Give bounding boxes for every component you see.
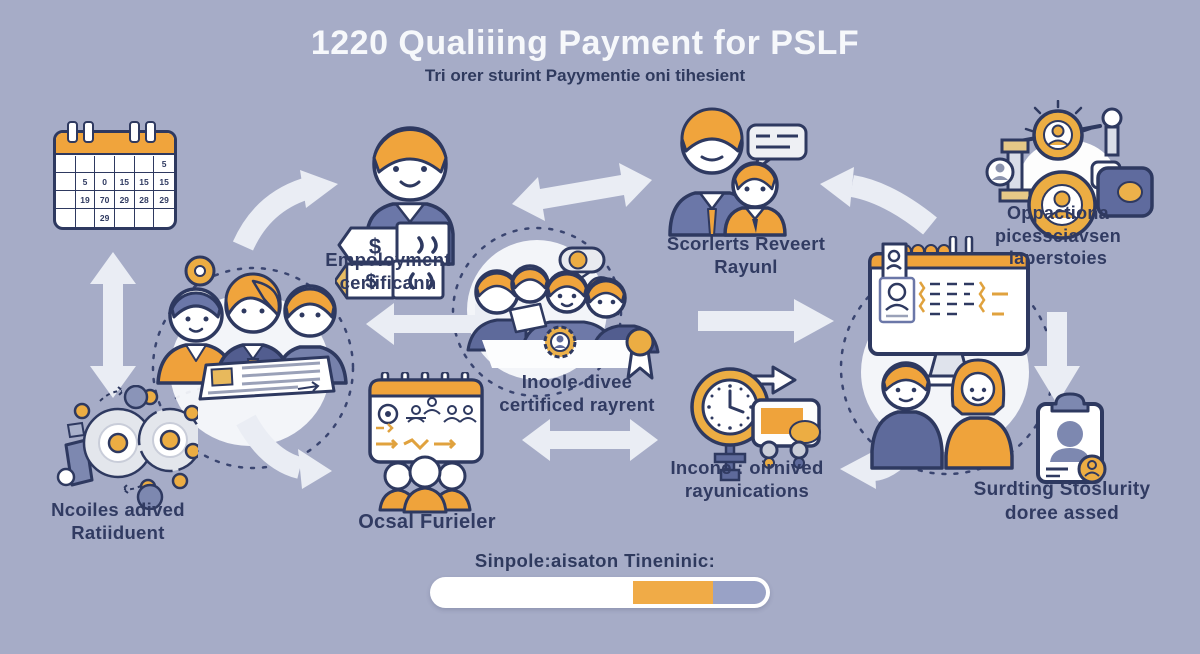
calendar-cell: 29 (154, 191, 174, 210)
dashed-circle-left (151, 266, 355, 470)
calendar-cell: 5 (75, 173, 96, 192)
gear-spikes (1024, 100, 1092, 133)
double-arrow-employment-review (512, 163, 652, 221)
progress-segment (633, 581, 713, 604)
calendar-cell: 5 (154, 156, 174, 174)
screen-list-lines (930, 282, 976, 316)
double-arrow-group-center (366, 303, 503, 345)
schedule-calendar-icon (368, 372, 484, 514)
double-arrow-calendar-modules (90, 252, 136, 398)
calendar-ring-icon (83, 121, 94, 143)
document-lines (207, 361, 321, 395)
calendar-ring-icon (67, 121, 78, 143)
label-review: Scorlerts Reveert Rayunl (666, 233, 826, 278)
process-gears-icon (56, 385, 198, 510)
applicant-group-icon (156, 255, 348, 401)
progress-segment (434, 581, 634, 604)
dashboard-monitor-icon (868, 236, 1030, 470)
label-operations: Oppactiona picessciavsen laperstoies (995, 203, 1121, 268)
double-arrow-schedule-income (522, 419, 658, 461)
calendar-cell: 19 (75, 191, 96, 210)
label-employment: Empoloyment certificann (325, 249, 451, 294)
calendar-cell (95, 155, 115, 174)
employment-certification-icon: $ $ (335, 126, 455, 300)
calendar-cell (56, 173, 76, 192)
calendar-cell (135, 209, 155, 227)
label-modules: Ncoiles adived Ratiiduent (51, 499, 185, 544)
calendar-cell (154, 209, 174, 227)
label-certified: Inoole divee certificed rayrent (499, 371, 655, 416)
curved-arrow-monitor-to-review (820, 167, 937, 235)
mini-arrows (376, 438, 457, 451)
timeline-progress-bar (430, 577, 770, 608)
dollar-glyph: $ (365, 271, 376, 293)
calendar-cell: 29 (114, 191, 135, 210)
arrow-center-to-monitor (698, 299, 834, 343)
certified-team-icon (466, 246, 660, 380)
dollar-glyph: $ (369, 234, 381, 259)
calendar-cell: 15 (154, 173, 174, 192)
calendar-cell: 15 (134, 173, 155, 192)
security-clipboard-icon (1036, 392, 1107, 484)
audience-people (378, 455, 472, 514)
operations-machine-icon (985, 100, 1154, 240)
calendar-cell (134, 155, 155, 174)
calendar-cell: 29 (95, 209, 115, 227)
label-security: Surdting Stoslurity doree assed (973, 479, 1151, 524)
income-clock-icon (690, 365, 821, 482)
calendar-cell (115, 209, 135, 227)
gear-nodes (73, 388, 198, 496)
calendar-cell (56, 209, 76, 227)
arrow-operations-down (1034, 312, 1080, 404)
calendar-cell: 28 (134, 191, 155, 210)
label-income: Incone : oirnived rayunications (670, 457, 824, 502)
calendar-cell (75, 155, 96, 174)
progress-track (434, 581, 766, 604)
progress-segment (712, 581, 766, 604)
calendar-cell (56, 155, 76, 174)
timeline-label: Sinpole:aisaton Tineninic: (474, 550, 716, 571)
label-schedule: Ocsal Furieler (358, 511, 496, 533)
calendar-cell (76, 209, 96, 227)
page-title: 1220 Qualiiing Payment for PSLF (310, 24, 860, 62)
calendar-cell: 0 (95, 173, 115, 192)
calendar-cell: 15 (114, 173, 135, 192)
mini-figures (406, 397, 477, 423)
calendar-cell: 70 (95, 191, 115, 210)
curved-arrow-group-to-employment (232, 170, 338, 251)
calendar-cell (56, 191, 76, 210)
calendar-ring-icon (129, 121, 140, 143)
curved-arrow-group-to-schedule (236, 414, 332, 489)
review-conversation-icon (668, 107, 808, 237)
page-subtitle: Tri orer sturint Payymentie oni tihesien… (424, 66, 746, 85)
calendar-cell (114, 155, 135, 174)
calendar-ring-icon (145, 121, 156, 143)
